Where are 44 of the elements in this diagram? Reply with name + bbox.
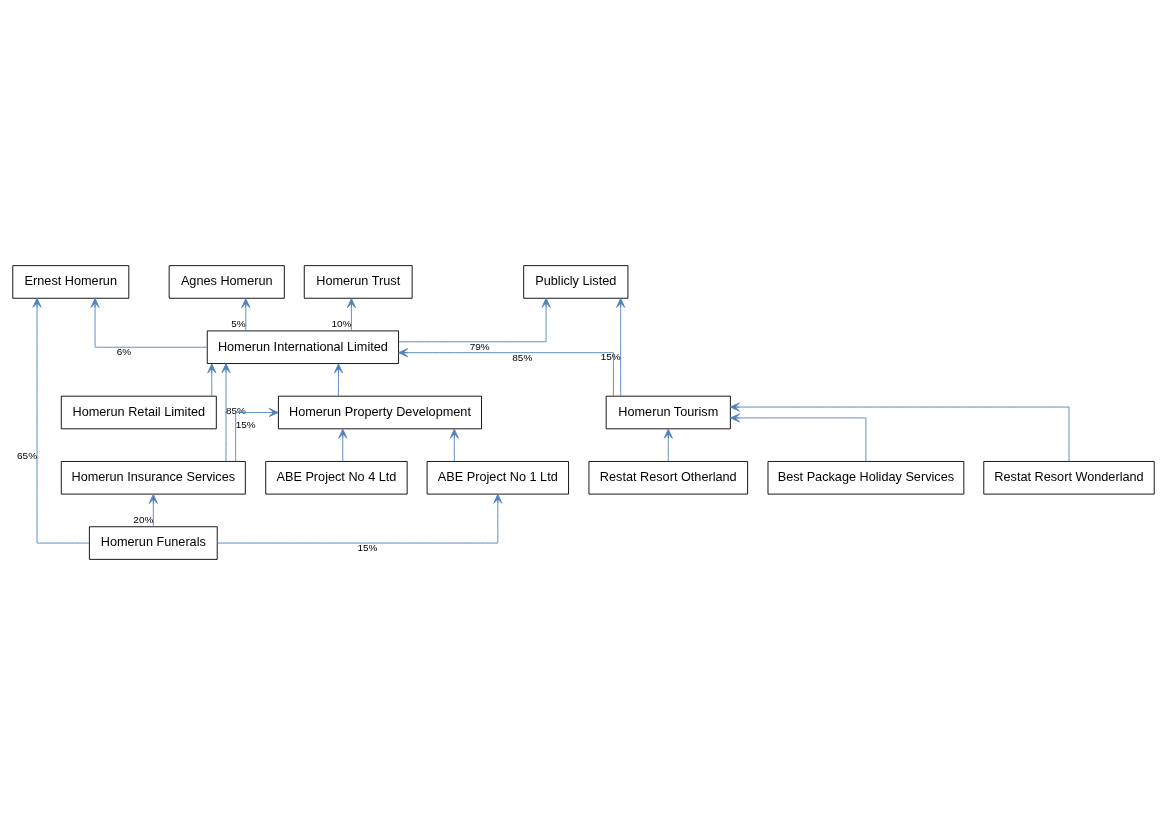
node-box: Homerun Tourism — [605, 395, 731, 430]
edge-label: 15% — [600, 350, 621, 362]
edge-label: 15% — [235, 419, 256, 431]
arrow — [32, 297, 90, 544]
arrow — [730, 402, 1070, 462]
edge-label: 6% — [116, 346, 132, 358]
node-box: Homerun Property Development — [277, 395, 482, 430]
arrow — [346, 298, 356, 332]
node-box: ABE Project No 4 Ltd — [265, 461, 408, 495]
arrow — [221, 363, 231, 462]
arrow — [663, 428, 673, 462]
edge-label: 85% — [225, 405, 246, 417]
node-box: Homerun Retail Limited — [60, 395, 217, 430]
arrow — [398, 348, 614, 397]
node-box: Restat Resort Wonderland — [983, 461, 1155, 495]
arrow — [148, 494, 158, 528]
arrow — [90, 297, 208, 348]
edge-label: 85% — [512, 351, 533, 363]
arrow — [216, 493, 503, 544]
node-box: Agnes Homerun — [168, 265, 285, 299]
arrow — [449, 428, 459, 462]
edge-label: 5% — [231, 318, 246, 330]
node-box: Publicly Listed — [523, 265, 629, 299]
edge-label: 79% — [469, 340, 490, 352]
edge-label: 10% — [331, 318, 352, 330]
node-box: Homerun Insurance Services — [60, 461, 246, 495]
node-box: ABE Project No 1 Ltd — [426, 461, 569, 495]
arrow — [333, 363, 343, 397]
arrow — [616, 297, 626, 397]
arrow — [235, 407, 279, 462]
node-box: Homerun Funerals — [88, 526, 218, 560]
arrow — [398, 297, 551, 343]
edge-label: 20% — [133, 514, 154, 526]
arrow — [207, 363, 217, 397]
arrow — [730, 413, 867, 462]
node-box: Ernest Homerun — [12, 265, 130, 299]
node-box: Homerun International Limited — [206, 330, 399, 364]
arrow — [241, 298, 251, 332]
edge-label: 65% — [17, 450, 38, 462]
node-box: Restat Resort Otherland — [588, 461, 749, 495]
edge-label: 15% — [357, 542, 378, 554]
node-box: Best Package Holiday Services — [767, 461, 965, 495]
node-box: Homerun Trust — [303, 265, 413, 299]
arrow — [338, 428, 348, 462]
